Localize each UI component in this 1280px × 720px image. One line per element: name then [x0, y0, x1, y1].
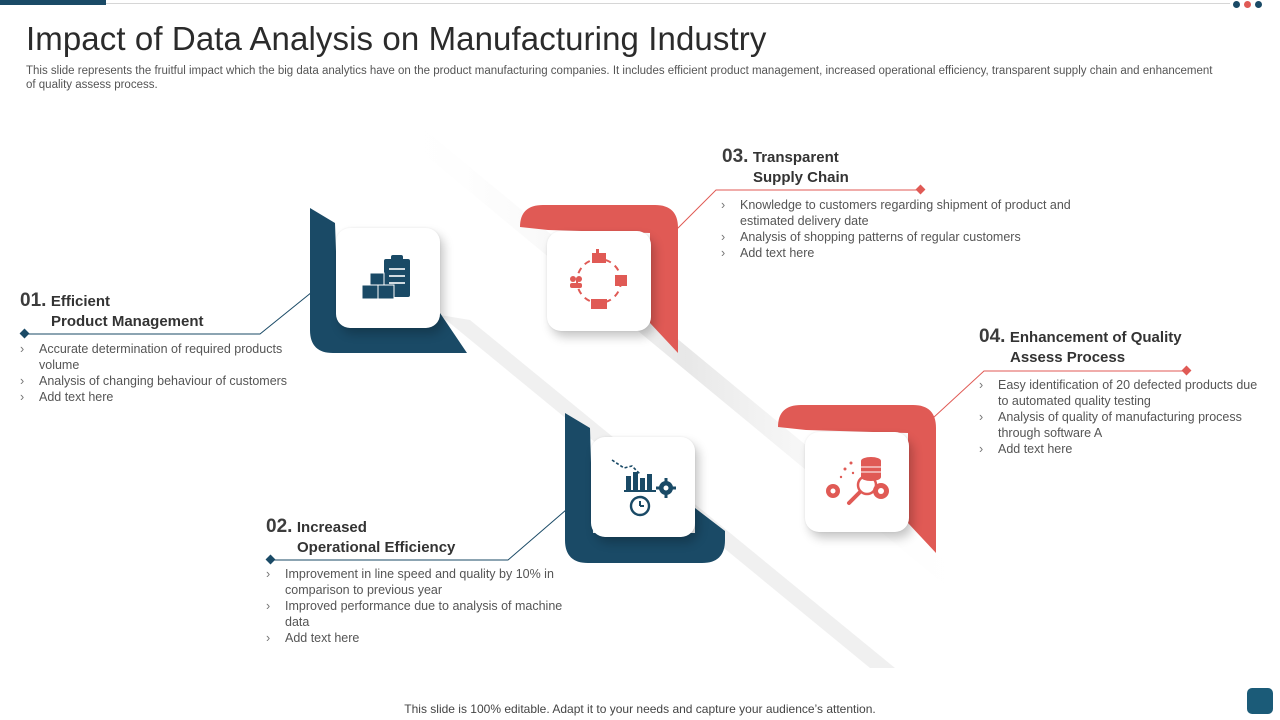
bullet-item: Add text here [721, 245, 1101, 261]
bullet-item: Add text here [979, 441, 1264, 457]
chart-clock-gear-icon [611, 459, 676, 517]
dot-navy [1233, 1, 1240, 8]
slide-description: This slide represents the fruitful impac… [26, 65, 1213, 91]
item-02-title-line2: Operational Efficiency [297, 539, 456, 556]
item-04-bullets: Easy identification of 20 defected produ… [979, 377, 1264, 457]
tile-03 [520, 205, 680, 355]
tile-03-backplate [520, 205, 678, 353]
top-accent-bar [0, 0, 106, 5]
bullet-item: Analysis of quality of manufacturing pro… [979, 409, 1264, 441]
card-01 [336, 228, 440, 328]
tile-04-backplate [778, 405, 936, 553]
item-03-heading: 03. Transparent Supply Chain [722, 146, 849, 186]
item-01-heading: 01. Efficient Product Management [20, 290, 204, 330]
slide-footer: This slide is 100% editable. Adapt it to… [404, 702, 876, 716]
database-gear-search-icon [826, 457, 889, 505]
top-dots [1233, 1, 1262, 8]
bullet-item: Easy identification of 20 defected produ… [979, 377, 1264, 409]
bullet-item: Analysis of shopping patterns of regular… [721, 229, 1101, 245]
inventory-clipboard-icon [361, 255, 410, 300]
item-01-bullets: Accurate determination of required produ… [20, 341, 310, 405]
bullet-item: Knowledge to customers regarding shipmen… [721, 197, 1101, 229]
item-02-bullets: Improvement in line speed and quality by… [266, 566, 586, 646]
item-03-title-line2: Supply Chain [753, 169, 849, 186]
card-02 [591, 437, 695, 537]
tile-04 [778, 405, 938, 555]
item-02-number: 02. [266, 516, 293, 537]
item-03-bullets: Knowledge to customers regarding shipmen… [721, 197, 1101, 261]
item-04-heading: 04. Enhancement of Quality Assess Proces… [979, 326, 1182, 366]
item-03-title-line1: Transparent [752, 149, 839, 166]
card-03 [547, 231, 651, 331]
bullet-item: Accurate determination of required produ… [20, 341, 310, 373]
supply-cycle-icon [570, 249, 627, 309]
card-04 [805, 432, 909, 532]
item-01-title-line2: Product Management [51, 313, 204, 330]
top-divider [106, 3, 1230, 4]
item-01-number: 01. [20, 290, 47, 311]
bullet-item: Add text here [20, 389, 310, 405]
corner-button[interactable] [1247, 688, 1273, 714]
bullet-item: Improvement in line speed and quality by… [266, 566, 586, 598]
slide-title: Impact of Data Analysis on Manufacturing… [26, 20, 767, 57]
item-02-title-line1: Increased [296, 519, 367, 536]
item-02-heading: 02. Increased Operational Efficiency [266, 516, 455, 556]
bullet-item: Improved performance due to analysis of … [266, 598, 586, 630]
item-03-number: 03. [722, 146, 749, 167]
item-04-title-line2: Assess Process [1010, 349, 1126, 366]
bullet-item: Analysis of changing behaviour of custom… [20, 373, 310, 389]
bullet-item: Add text here [266, 630, 586, 646]
item-04-title-line1: Enhancement of Quality [1009, 329, 1182, 346]
item-04-number: 04. [979, 326, 1006, 347]
dot-navy-2 [1255, 1, 1262, 8]
item-01-title-line1: Efficient [50, 293, 111, 310]
dot-red [1244, 1, 1251, 8]
